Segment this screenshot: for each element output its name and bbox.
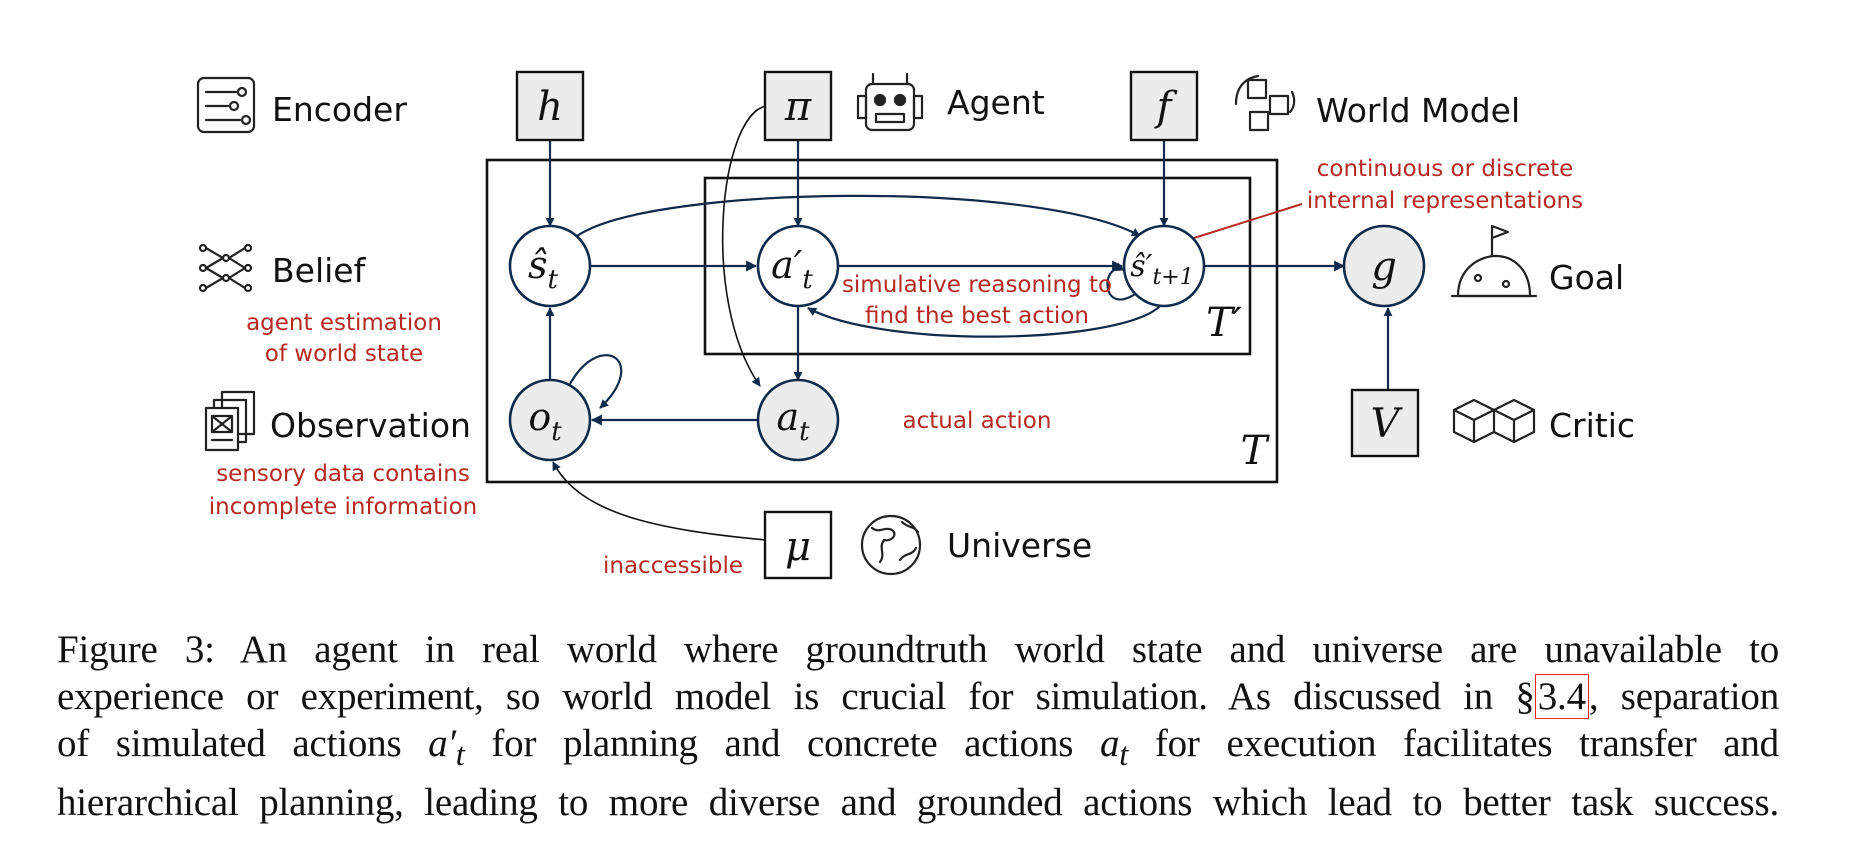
caption-line-3: of simulated actions a′t for planning an… bbox=[57, 722, 1779, 773]
annotation-pointer bbox=[1193, 203, 1303, 239]
plate-T-prime-label: T′ bbox=[1206, 300, 1242, 346]
node-a-label: at bbox=[776, 395, 810, 447]
node-h-label: h bbox=[537, 84, 563, 130]
caption-line-2: experience or experiment, so world model… bbox=[57, 674, 1779, 719]
world-model-cubes-icon bbox=[1234, 74, 1296, 132]
annotation-sensory-2: incomplete information bbox=[209, 494, 477, 520]
node-o-label: ot bbox=[528, 395, 562, 447]
annotation-belief-1: agent estimation bbox=[246, 310, 442, 336]
node-V-box bbox=[1350, 388, 1420, 458]
annotation-actual-action: actual action bbox=[903, 408, 1052, 434]
edge-snext-self bbox=[1106, 262, 1139, 301]
edge-mu-to-ot bbox=[552, 461, 767, 541]
node-g bbox=[1342, 224, 1426, 308]
node-s-next bbox=[1122, 224, 1206, 308]
node-s-hat-label: ŝt bbox=[528, 243, 559, 295]
edge-ot-self bbox=[569, 354, 623, 409]
annotation-internal-rep-2: internal representations bbox=[1307, 188, 1583, 214]
annotation-belief-2: of world state bbox=[265, 341, 423, 367]
node-a-prime bbox=[756, 224, 840, 308]
belief-network-icon bbox=[198, 243, 253, 293]
legend-universe-label: Universe bbox=[947, 526, 1092, 565]
figure-caption: Figure 3: An agent in real world where g… bbox=[57, 626, 1779, 826]
edges bbox=[545, 105, 1393, 541]
diagram: h π f V μ ŝt a′t ŝ′t+1 g ot at T′ T cont… bbox=[196, 70, 1635, 580]
universe-globe-icon bbox=[860, 514, 922, 576]
agent-robot-icon bbox=[856, 72, 924, 132]
annotation-inaccessible: inaccessible bbox=[603, 553, 743, 579]
caption-math-a-prime: a′t bbox=[428, 722, 465, 773]
edge-pi-to-at bbox=[721, 105, 767, 387]
critic-dice-icon bbox=[1452, 398, 1536, 444]
plate-T-label: T bbox=[1241, 428, 1271, 474]
caption-line-1: Figure 3: An agent in real world where g… bbox=[57, 628, 1779, 671]
node-pi-box bbox=[763, 70, 833, 142]
edge-st-to-snext bbox=[576, 194, 1141, 237]
caption-math-a: at bbox=[1099, 722, 1129, 773]
annotation-sensory-1: sensory data contains bbox=[216, 461, 470, 487]
node-a bbox=[756, 378, 840, 462]
section-ref-link[interactable]: 3.4 bbox=[1534, 674, 1589, 719]
node-pi-label: π bbox=[784, 84, 812, 130]
plate-T bbox=[485, 158, 1279, 484]
node-mu-box bbox=[763, 510, 833, 580]
legend-belief-label: Belief bbox=[272, 251, 367, 290]
legend-observation-label: Observation bbox=[270, 406, 471, 445]
encoder-icon bbox=[196, 76, 256, 134]
annotation-simulative-2: find the best action bbox=[865, 303, 1089, 329]
annotation-internal-rep-1: continuous or discrete bbox=[1317, 156, 1574, 182]
annotation-simulative-1: simulative reasoning to bbox=[842, 272, 1112, 298]
observation-documents-icon bbox=[204, 390, 256, 452]
node-o bbox=[508, 378, 592, 462]
legend-encoder-label: Encoder bbox=[272, 90, 407, 129]
legend-goal-label: Goal bbox=[1549, 258, 1624, 297]
node-s-hat bbox=[508, 224, 592, 308]
node-a-prime-label: a′t bbox=[771, 243, 813, 295]
caption-line-4: hierarchical planning, leading to more d… bbox=[57, 780, 1779, 824]
node-V-label: V bbox=[1371, 401, 1404, 447]
legend-agent-label: Agent bbox=[947, 83, 1045, 122]
node-mu-label: μ bbox=[785, 524, 811, 570]
edge-snext-to-aprime bbox=[807, 305, 1161, 338]
legend-critic-label: Critic bbox=[1549, 406, 1635, 445]
goal-flag-icon bbox=[1450, 224, 1538, 298]
node-f-box bbox=[1129, 70, 1199, 142]
node-s-next-label: ŝ′t+1 bbox=[1130, 249, 1194, 290]
node-g-label: g bbox=[1371, 244, 1397, 290]
node-h-box bbox=[515, 70, 585, 142]
legend-world-model-label: World Model bbox=[1316, 91, 1520, 130]
